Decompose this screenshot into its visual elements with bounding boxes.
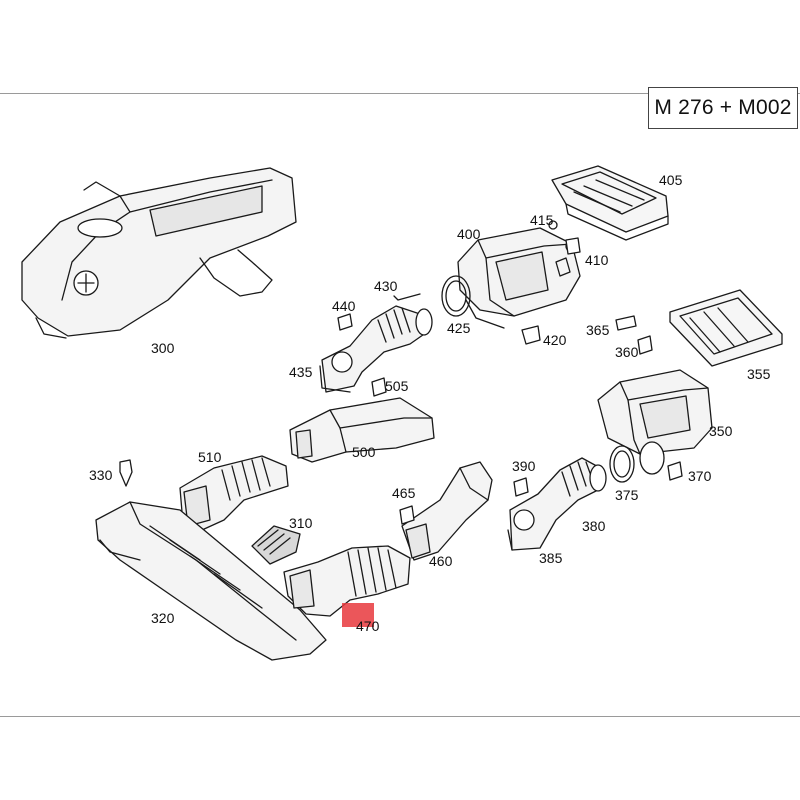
engine-cover-drawing [21,167,297,339]
sensor-365-drawing [615,315,637,331]
label-390: 390 [512,458,536,474]
label-355: 355 [747,366,771,382]
grommet-390-drawing [513,477,529,497]
grommet-410-drawing [565,237,581,255]
seal-ring-425-drawing [441,275,471,317]
grommet-440-drawing [337,313,353,331]
label-380: 380 [582,518,606,534]
air-filter-405-drawing [551,165,669,241]
bellows-hose-470-drawing [283,545,411,617]
air-filter-355-drawing [669,289,783,367]
label-320: 320 [151,610,175,626]
label-415: 415 [530,212,554,228]
label-465: 465 [392,485,416,501]
highlight-marker-470 [342,603,374,627]
bellows-duct-510-drawing [179,455,289,531]
label-470: 470 [356,618,380,634]
intake-pipe-435-drawing [319,305,433,393]
sensor-415-drawing [548,220,558,230]
label-370: 370 [688,468,712,484]
grommet-505-drawing [371,377,387,397]
air-duct-460-drawing [401,461,493,561]
label-425: 425 [447,320,471,336]
label-400: 400 [457,226,481,242]
intake-pipe-380-drawing [507,457,607,551]
label-300: 300 [151,340,175,356]
model-code-box: M 276 + M002 [648,87,798,129]
grommet-465-drawing [399,505,415,525]
lower-panel-320-drawing [95,501,327,661]
label-405: 405 [659,172,683,188]
label-410: 410 [585,252,609,268]
label-500: 500 [352,444,376,460]
label-350: 350 [709,423,733,439]
label-365: 365 [586,322,610,338]
label-430: 430 [374,278,398,294]
diagram-frame [0,93,800,717]
label-360: 360 [615,344,639,360]
label-440: 440 [332,298,356,314]
label-460: 460 [429,553,453,569]
grommet-360-drawing [637,335,653,355]
label-435: 435 [289,364,313,380]
air-filter-housing-400-drawing [457,227,581,329]
label-330: 330 [89,467,113,483]
label-375: 375 [615,487,639,503]
grommet-370-drawing [667,461,683,481]
bracket-310-drawing [251,525,301,565]
grommet-420-drawing [521,325,541,345]
label-510: 510 [198,449,222,465]
model-code-text: M 276 + M002 [654,96,792,119]
label-385: 385 [539,550,563,566]
bolt-430-drawing [393,293,421,301]
label-505: 505 [385,378,409,394]
label-310: 310 [289,515,313,531]
seal-ring-375-drawing [609,445,635,483]
air-filter-housing-350-drawing [597,369,713,475]
clip-330-drawing [119,459,133,487]
label-420: 420 [543,332,567,348]
air-duct-500-drawing [289,397,435,463]
